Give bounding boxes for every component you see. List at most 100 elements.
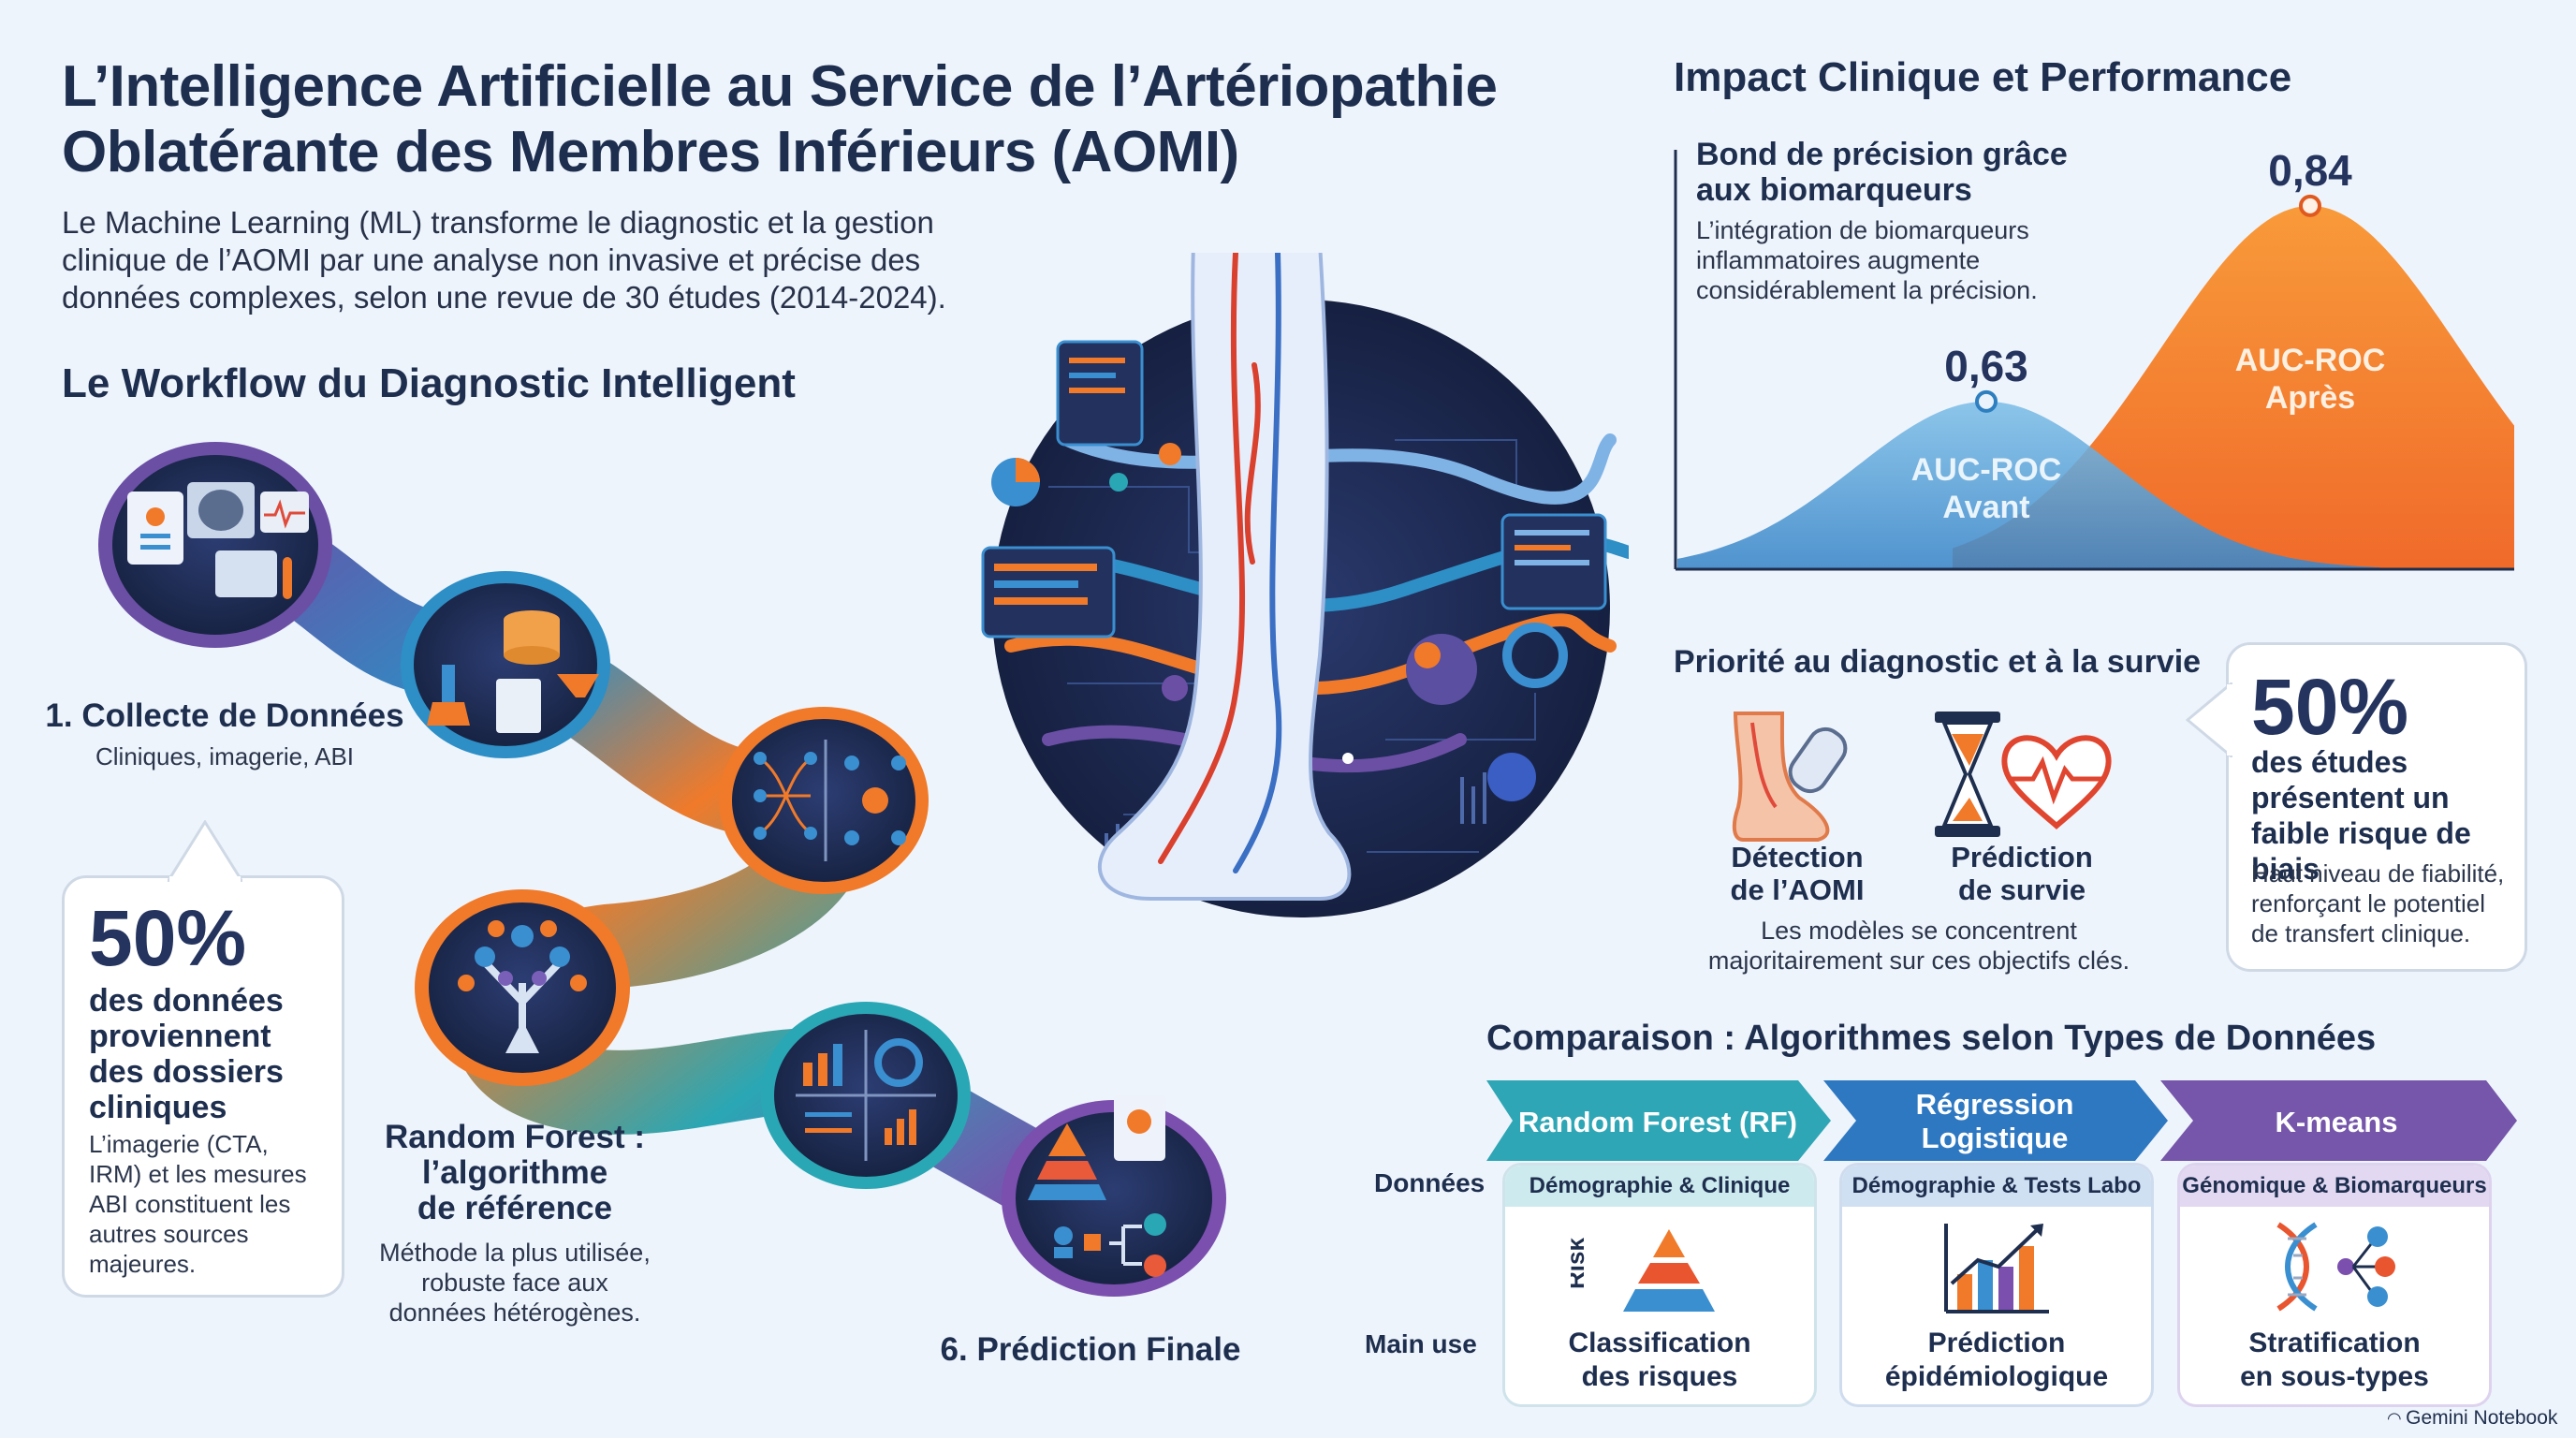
xray-icon bbox=[215, 550, 277, 597]
tree-icon bbox=[458, 920, 587, 1053]
data-source-line4: cliniques bbox=[89, 1090, 227, 1125]
row-label-main-use: Main use bbox=[1365, 1329, 1477, 1358]
rf-header-text: Random Forest (RF) bbox=[1518, 1106, 1797, 1138]
detection-label: Détection de l’AOMI bbox=[1694, 841, 1900, 906]
risk-label: Risk bbox=[1571, 1238, 1589, 1289]
thermometer-icon bbox=[283, 557, 292, 599]
rl-header bbox=[1823, 1080, 2168, 1161]
auc-after-value: 0,84 bbox=[2268, 146, 2352, 195]
kmeans-use-line1: Stratification bbox=[2248, 1328, 2421, 1358]
rf-desc-line1: Méthode la plus utilisée, bbox=[379, 1239, 651, 1267]
auc-chart: 0,63 0,84 AUC-ROC Avant AUC-ROC Après bbox=[1674, 146, 2514, 571]
comparison-heading: Comparaison : Algorithmes selon Types de… bbox=[1486, 1019, 2377, 1058]
step1-subtitle: Cliniques, imagerie, ABI bbox=[95, 742, 355, 770]
detection-line1: Détection bbox=[1731, 841, 1864, 873]
foot-doppler-icon bbox=[1732, 712, 1848, 842]
rf-use-line2: des risques bbox=[1581, 1361, 1738, 1392]
decision-icon bbox=[1054, 1213, 1166, 1277]
rf-data-type: Démographie & Clinique bbox=[1505, 1166, 1814, 1207]
rl-card: Démographie & Tests Labo Prédiction épid… bbox=[1839, 1163, 2154, 1407]
callout-pointer bbox=[168, 820, 242, 882]
precision-desc-line1: L’intégration de biomarqueurs bbox=[1696, 216, 2029, 244]
bias-desc1: Haut niveau de fiabilité, bbox=[2251, 859, 2505, 888]
step3-node bbox=[719, 707, 929, 894]
rf-use: Classification des risques bbox=[1505, 1327, 1814, 1394]
data-source-headline: des données proviennent des dossiers cli… bbox=[89, 983, 284, 1125]
bias-desc3: de transfert clinique. bbox=[2251, 919, 2471, 947]
data-source-callout: 50% des données proviennent des dossiers… bbox=[62, 820, 344, 1298]
heart-pulse-icon bbox=[2001, 735, 2112, 829]
step1-title: 1. Collecte de Données bbox=[45, 697, 404, 734]
step4-node bbox=[415, 889, 630, 1086]
data-source-line2: proviennent bbox=[89, 1019, 271, 1054]
dna-cluster-icon bbox=[2276, 1222, 2395, 1312]
auc-before-area bbox=[1677, 401, 2383, 569]
priority-note-line2: majoritairement sur ces objectifs clés. bbox=[1707, 946, 2130, 975]
rf-desc-line2: robuste face aux bbox=[421, 1269, 608, 1297]
kmeans-card: Génomique & Biomarqueurs Stratification … bbox=[2177, 1163, 2492, 1407]
globe-icon bbox=[1487, 753, 1536, 801]
trend-icon bbox=[885, 1109, 916, 1145]
survival-label: Prédiction de survie bbox=[1914, 841, 2130, 906]
auc-before-point bbox=[1975, 389, 1998, 413]
rl-header-text2: Logistique bbox=[1922, 1122, 2069, 1154]
precision-title-line2: aux biomarqueurs bbox=[1696, 172, 1972, 208]
step1-node bbox=[98, 442, 332, 648]
bias-line1: des études bbox=[2251, 745, 2408, 779]
step6-node bbox=[1002, 1095, 1226, 1297]
data-source-desc3: ABI constituent les bbox=[89, 1190, 291, 1218]
footer-brand: ◠ Gemini Notebook bbox=[2387, 1407, 2557, 1430]
bar-chart-icon bbox=[803, 1044, 842, 1086]
rl-use-line2: épidémiologique bbox=[1884, 1361, 2109, 1392]
survival-line1: Prédiction bbox=[1951, 841, 2093, 873]
auc-before-label2: Avant bbox=[1942, 490, 2029, 525]
pyramid-icon bbox=[1028, 1123, 1106, 1200]
auc-after-point bbox=[2299, 194, 2321, 217]
page-title-text: L’Intelligence Artificielle au Service d… bbox=[62, 54, 1498, 184]
bias-callout-pointer bbox=[2186, 682, 2232, 757]
footer-text: Gemini Notebook bbox=[2406, 1407, 2558, 1429]
kmeans-use: Stratification en sous-types bbox=[2180, 1327, 2489, 1394]
rl-header-text1: Régression bbox=[1916, 1088, 2074, 1121]
workflow-heading: Le Workflow du Diagnostic Intelligent bbox=[62, 360, 796, 406]
precision-desc-line3: considérablement la précision. bbox=[1696, 276, 2038, 304]
kmeans-data-type: Génomique & Biomarqueurs bbox=[2180, 1166, 2489, 1207]
data-source-value: 50% bbox=[89, 894, 247, 982]
filter-icon bbox=[557, 674, 599, 697]
screen-icons bbox=[981, 340, 1607, 638]
data-source-desc1: L’imagerie (CTA, bbox=[89, 1130, 269, 1158]
auc-before-value: 0,63 bbox=[1944, 342, 2028, 390]
notebook-icon: ◠ bbox=[2387, 1409, 2402, 1428]
row-label-data: Données bbox=[1374, 1168, 1486, 1197]
data-source-desc5: majeures. bbox=[89, 1250, 197, 1278]
rl-use-line1: Prédiction bbox=[1927, 1328, 2066, 1358]
priority-note: Les modèles se concentrent majoritaireme… bbox=[1676, 916, 2162, 976]
bias-headline: des études présentent un faible risque d… bbox=[2251, 744, 2525, 887]
auc-after-label1: AUC-ROC bbox=[2235, 343, 2386, 378]
auc-after-label2: Après bbox=[2265, 380, 2355, 416]
bias-callout: 50% des études présentent un faible risq… bbox=[2186, 642, 2527, 972]
priority-note-line1: Les modèles se concentrent bbox=[1761, 917, 2077, 945]
leg-network-illustration bbox=[981, 253, 1629, 917]
precision-desc-line2: inflammatoires augmente bbox=[1696, 246, 1981, 274]
kmeans-use-line2: en sous-types bbox=[2240, 1361, 2429, 1392]
step2-node bbox=[401, 571, 610, 758]
intro-text: Le Machine Learning (ML) transforme le d… bbox=[62, 205, 946, 315]
clipboard-icon bbox=[127, 492, 183, 565]
cluster-icon bbox=[844, 756, 906, 845]
bias-line3: faible risque de biais bbox=[2251, 816, 2471, 886]
rf-header bbox=[1486, 1080, 1831, 1161]
step5-node bbox=[761, 1002, 971, 1189]
rl-use: Prédiction épidémiologique bbox=[1842, 1327, 2151, 1394]
ring-chart-icon bbox=[1502, 623, 1568, 688]
page-title: L’Intelligence Artificielle au Service d… bbox=[62, 54, 1606, 185]
slider-icon bbox=[805, 1112, 852, 1133]
document-icon bbox=[496, 679, 541, 733]
priority-heading: Priorité au diagnostic et à la survie bbox=[1674, 644, 2202, 680]
leg-icon bbox=[1097, 253, 1352, 901]
data-source-desc: L’imagerie (CTA, IRM) et les mesures ABI… bbox=[89, 1129, 307, 1279]
rl-data-type: Démographie & Tests Labo bbox=[1842, 1166, 2151, 1207]
epidemiology-chart-icon bbox=[1944, 1224, 2049, 1313]
sphere-icon bbox=[1406, 634, 1477, 705]
algorithm-header-arrows: Random Forest (RF) Régression Logistique… bbox=[1486, 1080, 2517, 1161]
